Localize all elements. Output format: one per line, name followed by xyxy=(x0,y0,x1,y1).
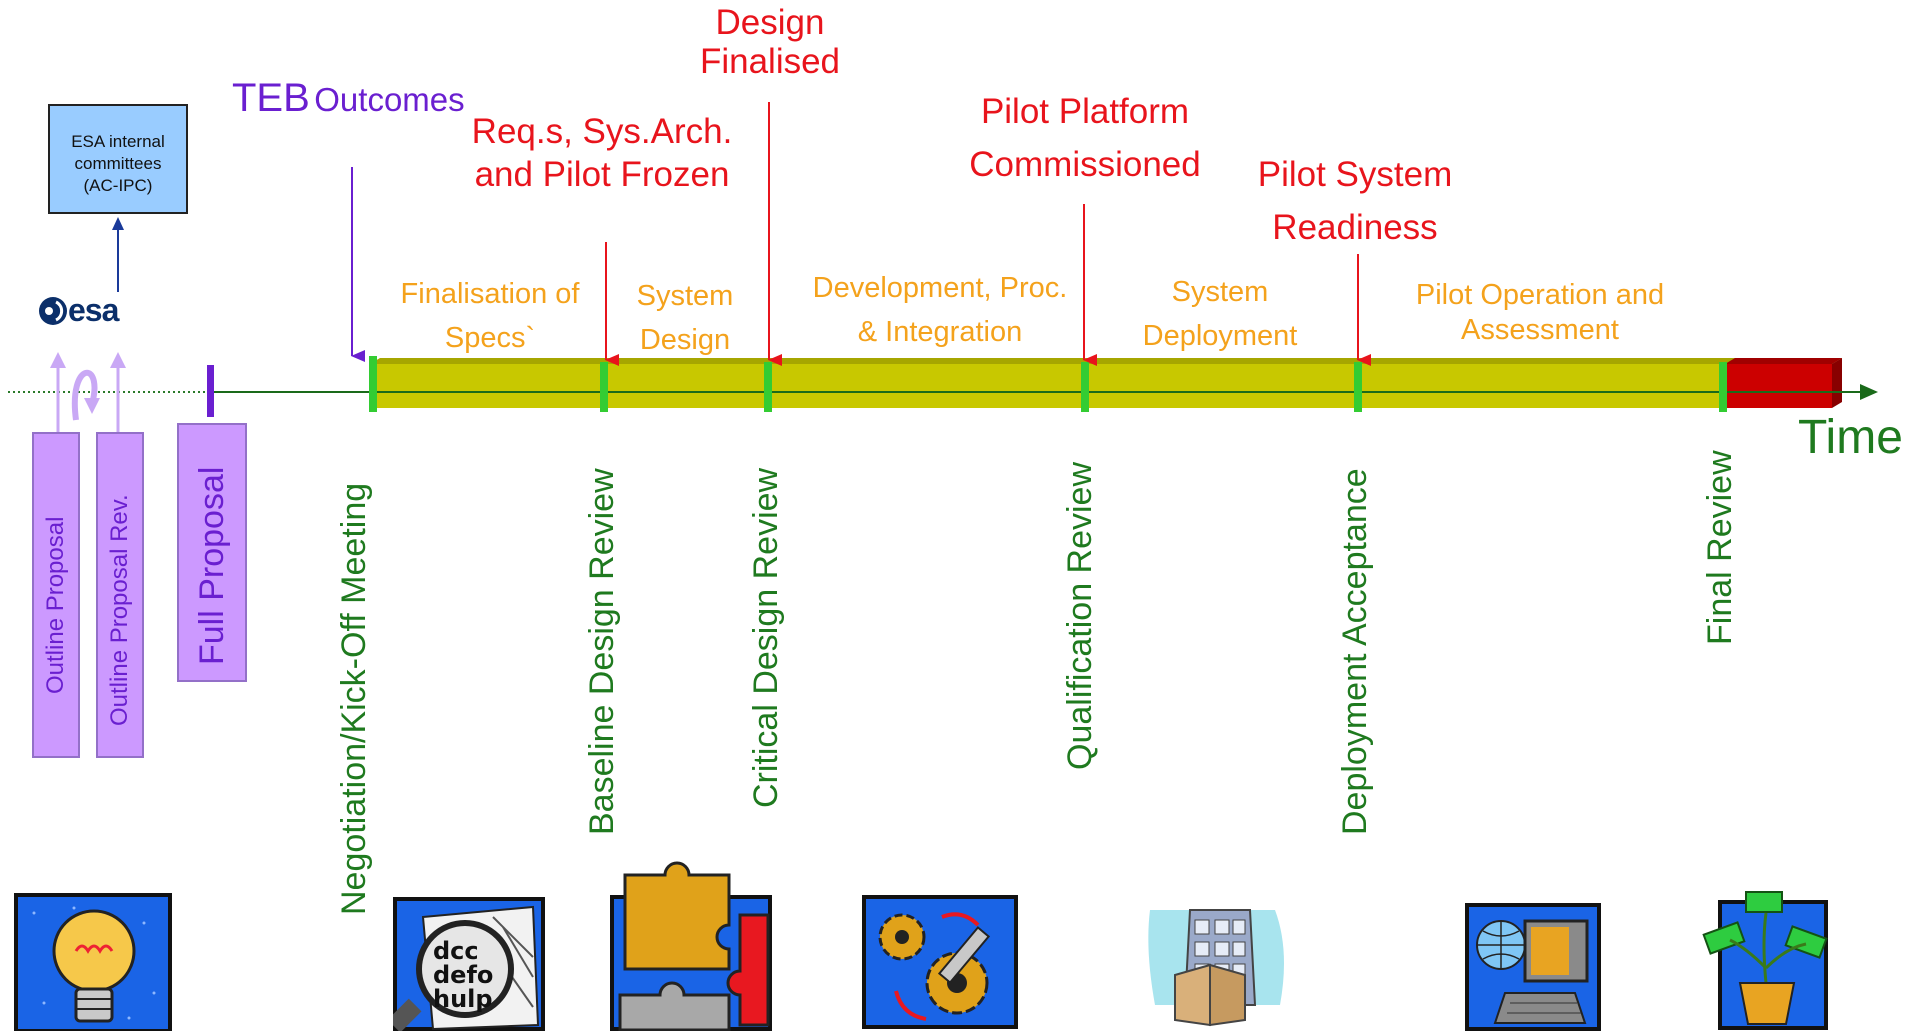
esa-logo-text: esa xyxy=(68,292,119,328)
proposal-arrows xyxy=(50,352,126,432)
review-critical-design: Critical Design Review xyxy=(747,467,785,808)
svg-text:hulp: hulp xyxy=(433,985,493,1013)
teb-prefix: TEB xyxy=(232,76,310,120)
esa-logo-mark xyxy=(39,297,67,325)
phase-development: Development, Proc. & Integration xyxy=(790,266,1090,354)
review-final: Final Review xyxy=(1701,450,1739,645)
esa-logo: esa xyxy=(38,292,138,332)
bar-end-top xyxy=(1725,358,1842,364)
svg-text:dcc: dcc xyxy=(433,937,479,965)
full-proposal-tick xyxy=(207,365,214,417)
milestone-frozen: Req.s, Sys.Arch. and Pilot Frozen xyxy=(442,110,762,196)
bar-top-face xyxy=(370,358,1842,364)
buildings-icon xyxy=(1148,909,1284,1027)
teb-outcomes-label: TEB Outcomes xyxy=(232,76,465,121)
esa-committee-line: (AC-IPC) xyxy=(83,176,153,195)
magnifier-document-icon: dcc defo hulp xyxy=(393,897,545,1031)
outline-proposal-rev-label: Outline Proposal Rev. xyxy=(106,494,133,726)
outline-proposal-box: Outline Proposal xyxy=(32,432,80,758)
phase-system-design: System Design xyxy=(595,274,775,362)
timeline-bar-end xyxy=(1725,364,1832,408)
review-kickoff: Negotiation/Kick-Off Meeting xyxy=(335,482,373,915)
esa-committee-line: ESA internal xyxy=(71,132,165,151)
phase-line: System xyxy=(636,280,734,312)
outline-proposal-label: Outline Proposal xyxy=(42,516,69,694)
review-baseline-design: Baseline Design Review xyxy=(583,468,621,835)
phase-deployment: System Deployment xyxy=(1100,270,1340,358)
esa-committee-line: committees xyxy=(74,154,162,173)
outline-proposal-rev-box: Outline Proposal Rev. xyxy=(96,432,144,758)
milestone-line: Pilot Platform xyxy=(980,92,1190,131)
phase-separators xyxy=(369,356,1727,412)
milestone-line: Design xyxy=(715,3,825,42)
milestone-line: Pilot System xyxy=(1257,155,1453,194)
full-proposal-label: Full Proposal xyxy=(193,466,231,665)
phase-operation: Pilot Operation and Assessment xyxy=(1380,278,1700,348)
phase-line: Development, Proc. xyxy=(812,272,1068,304)
review-qualification: Qualification Review xyxy=(1061,461,1099,770)
milestone-line: Commissioned xyxy=(969,145,1201,184)
phase-line: Finalisation of xyxy=(400,278,580,310)
milestone-line: Req.s, Sys.Arch. xyxy=(471,112,733,151)
esa-committee-box: ESA internal committees (AC-IPC) xyxy=(48,104,188,214)
phase-line: System xyxy=(1171,276,1269,308)
teb-suffix: Outcomes xyxy=(314,81,465,118)
gears-wrench-icon xyxy=(862,895,1018,1029)
timeline-bar xyxy=(370,364,1725,408)
phase-finalisation: Finalisation of Specs` xyxy=(370,272,610,360)
milestone-line: Readiness xyxy=(1272,208,1438,247)
money-plant-icon xyxy=(1702,891,1828,1030)
svg-text:defo: defo xyxy=(433,961,493,989)
phase-line: Pilot Operation and xyxy=(1415,279,1665,311)
review-deployment-acceptance: Deployment Acceptance xyxy=(1336,468,1374,835)
phase-line: Specs` xyxy=(444,322,536,354)
esa-committee-arrowhead xyxy=(112,217,124,230)
milestone-readiness: Pilot System Readiness xyxy=(1215,148,1495,254)
phase-line: Assessment xyxy=(1461,314,1619,346)
bar-end-side xyxy=(1832,358,1842,408)
lightbulb-icon xyxy=(14,893,172,1031)
milestone-line: Finalised xyxy=(699,42,841,81)
time-axis-arrowhead xyxy=(1860,384,1878,400)
phase-line: Deployment xyxy=(1142,320,1298,352)
computer-globe-icon xyxy=(1465,903,1601,1031)
milestone-finalised: Design Finalised xyxy=(630,3,910,81)
phase-line: Design xyxy=(639,324,731,356)
milestone-commissioned: Pilot Platform Commissioned xyxy=(940,85,1230,191)
milestone-line: and Pilot Frozen xyxy=(474,155,730,194)
puzzle-icon xyxy=(610,861,772,1031)
axis-time-label: Time xyxy=(1798,411,1903,464)
full-proposal-box: Full Proposal xyxy=(177,423,247,682)
phase-line: & Integration xyxy=(857,316,1023,348)
